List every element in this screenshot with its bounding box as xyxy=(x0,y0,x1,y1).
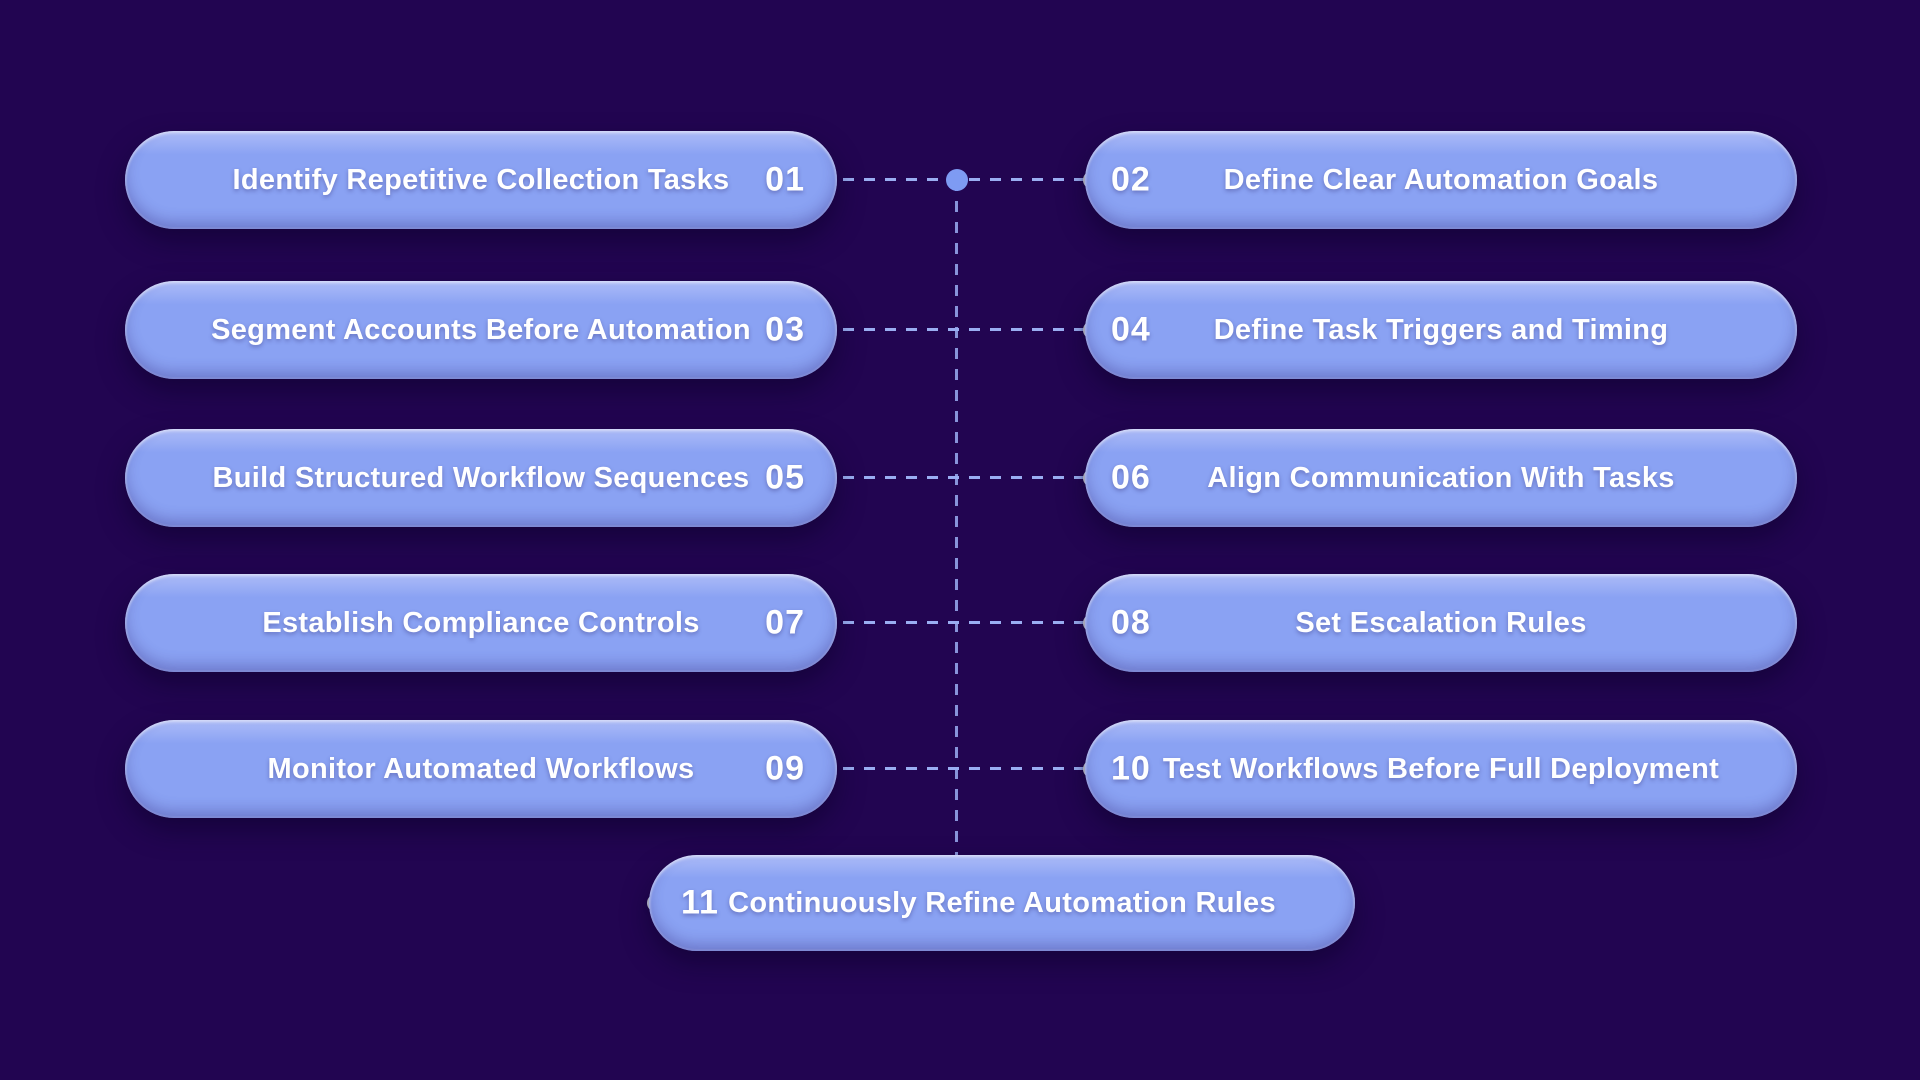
step-pill-03: Segment Accounts Before Automation 03 xyxy=(125,281,837,379)
step-number: 02 xyxy=(1111,160,1151,199)
step-pill-07: Establish Compliance Controls 07 xyxy=(125,574,837,672)
step-label: Align Communication With Tasks xyxy=(1207,461,1675,494)
step-label: Test Workflows Before Full Deployment xyxy=(1162,752,1720,785)
step-number: 09 xyxy=(765,749,805,788)
center-node-dot xyxy=(946,169,968,191)
step-label: Define Clear Automation Goals xyxy=(1223,163,1659,196)
step-pill-06: Align Communication With Tasks 06 xyxy=(1085,429,1797,527)
step-pill-01: Identify Repetitive Collection Tasks 01 xyxy=(125,131,837,229)
step-pill-11: Continuously Refine Automation Rules 11 xyxy=(649,855,1355,951)
step-number: 01 xyxy=(765,160,805,199)
connector-line-row-5 xyxy=(822,767,1092,770)
step-label: Set Escalation Rules xyxy=(1295,606,1587,639)
step-pill-02: Define Clear Automation Goals 02 xyxy=(1085,131,1797,229)
step-number: 11 xyxy=(681,883,719,922)
step-label: Continuously Refine Automation Rules xyxy=(728,886,1276,919)
connector-line-row-4 xyxy=(822,621,1092,624)
step-label: Monitor Automated Workflows xyxy=(267,752,695,785)
step-label: Define Task Triggers and Timing xyxy=(1213,313,1669,346)
step-number: 06 xyxy=(1111,458,1151,497)
step-number: 07 xyxy=(765,603,805,642)
step-label: Establish Compliance Controls xyxy=(262,606,700,639)
step-label: Build Structured Workflow Sequences xyxy=(212,461,750,494)
step-label: Segment Accounts Before Automation xyxy=(211,313,751,346)
step-pill-04: Define Task Triggers and Timing 04 xyxy=(1085,281,1797,379)
step-number: 03 xyxy=(765,310,805,349)
step-number: 08 xyxy=(1111,603,1151,642)
step-number: 04 xyxy=(1111,310,1151,349)
step-pill-09: Monitor Automated Workflows 09 xyxy=(125,720,837,818)
connector-line-row-3 xyxy=(822,476,1092,479)
center-vertical-connector-line xyxy=(955,180,958,857)
step-label: Identify Repetitive Collection Tasks xyxy=(232,163,730,196)
step-pill-10: Test Workflows Before Full Deployment 10 xyxy=(1085,720,1797,818)
step-number: 10 xyxy=(1111,749,1151,788)
connector-line-row-2 xyxy=(822,328,1092,331)
step-pill-08: Set Escalation Rules 08 xyxy=(1085,574,1797,672)
step-pill-05: Build Structured Workflow Sequences 05 xyxy=(125,429,837,527)
step-number: 05 xyxy=(765,458,805,497)
